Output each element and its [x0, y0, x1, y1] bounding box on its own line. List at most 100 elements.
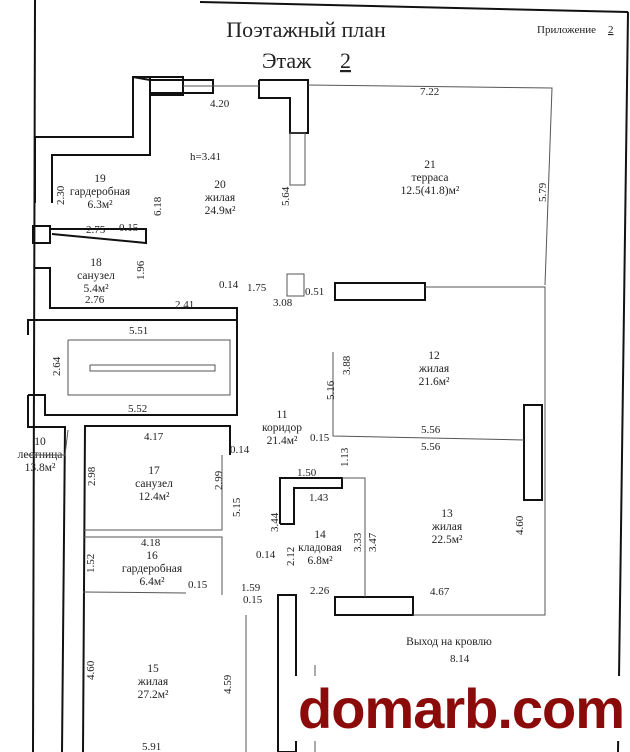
leader-line: [25, 429, 69, 456]
window-wall: [334, 596, 414, 616]
svg-text:2.99: 2.99: [213, 470, 225, 490]
svg-text:0.15: 0.15: [119, 222, 139, 234]
svg-text:21.4м²: 21.4м²: [267, 435, 298, 447]
svg-text:жилая: жилая: [431, 521, 463, 533]
svg-text:18: 18: [90, 257, 102, 269]
svg-text:21: 21: [424, 159, 436, 171]
svg-text:2.30: 2.30: [55, 185, 67, 205]
svg-text:7.22: 7.22: [420, 86, 439, 98]
partition: [342, 477, 366, 597]
svg-text:1.13: 1.13: [339, 447, 351, 467]
column: [286, 273, 305, 297]
svg-text:коридор: коридор: [262, 422, 302, 434]
svg-text:2.41: 2.41: [175, 299, 194, 311]
svg-text:жилая: жилая: [418, 363, 450, 375]
svg-text:3.44: 3.44: [269, 512, 281, 532]
svg-text:22.5м²: 22.5м²: [432, 534, 463, 546]
window-wall: [523, 404, 543, 501]
svg-text:24.9м²: 24.9м²: [205, 205, 236, 217]
svg-text:2.64: 2.64: [51, 356, 63, 376]
svg-text:8.14: 8.14: [450, 653, 470, 665]
svg-text:0.51: 0.51: [305, 286, 324, 298]
wall-west-inner: [82, 425, 231, 752]
svg-text:12.5(41.8)м²: 12.5(41.8)м²: [401, 185, 460, 197]
floor-number: 2: [340, 48, 351, 73]
wall-storage: [279, 477, 343, 525]
svg-text:4.60: 4.60: [514, 515, 526, 535]
svg-text:гардеробная: гардеробная: [70, 186, 131, 198]
plan-title: Поэтажный план: [226, 17, 386, 42]
svg-text:5.91: 5.91: [142, 741, 161, 752]
partition: [82, 591, 187, 594]
svg-text:4.17: 4.17: [144, 431, 164, 443]
svg-text:0.14: 0.14: [256, 549, 276, 561]
wall: [132, 76, 214, 94]
svg-text:3.88: 3.88: [341, 355, 353, 375]
window: [289, 132, 306, 186]
svg-text:1.43: 1.43: [309, 492, 329, 504]
svg-text:4.59: 4.59: [222, 674, 234, 694]
wall-column: [32, 225, 51, 244]
watermark: domarb.com: [292, 676, 630, 741]
svg-text:3.33: 3.33: [352, 532, 364, 552]
svg-text:санузел: санузел: [135, 478, 173, 490]
svg-text:2.12: 2.12: [285, 547, 297, 566]
svg-text:1.52: 1.52: [85, 554, 97, 573]
svg-text:4.20: 4.20: [210, 98, 230, 110]
svg-text:12: 12: [428, 350, 440, 362]
wall-west: [27, 395, 67, 752]
svg-text:4.60: 4.60: [85, 660, 97, 680]
svg-text:0.14: 0.14: [219, 279, 239, 291]
svg-text:6.3м²: 6.3м²: [87, 199, 113, 211]
svg-text:1.75: 1.75: [247, 282, 267, 294]
svg-text:2.98: 2.98: [86, 466, 98, 486]
svg-text:5.4м²: 5.4м²: [83, 283, 109, 295]
svg-text:5.52: 5.52: [128, 403, 147, 415]
svg-text:0.15: 0.15: [243, 594, 263, 606]
svg-text:5.16: 5.16: [325, 380, 337, 400]
roof-exit-label: Выход на кровлю: [406, 636, 492, 648]
svg-text:1.50: 1.50: [297, 467, 317, 479]
svg-text:1.96: 1.96: [135, 260, 147, 280]
svg-text:27.2м²: 27.2м²: [138, 689, 169, 701]
svg-text:h=3.41: h=3.41: [190, 151, 221, 163]
svg-text:13: 13: [441, 508, 453, 520]
svg-text:4.67: 4.67: [430, 586, 450, 598]
svg-text:19: 19: [94, 173, 106, 185]
wall: [35, 267, 238, 320]
svg-text:16: 16: [146, 550, 158, 562]
stair-treads: [67, 339, 231, 396]
svg-text:0.14: 0.14: [230, 444, 250, 456]
svg-text:2.76: 2.76: [85, 294, 105, 306]
svg-text:5.15: 5.15: [231, 497, 243, 517]
partition: [83, 536, 223, 595]
svg-text:кладовая: кладовая: [298, 542, 342, 554]
svg-text:12.4м²: 12.4м²: [139, 491, 170, 503]
svg-text:4.18: 4.18: [141, 537, 161, 549]
svg-text:5.51: 5.51: [129, 325, 148, 337]
svg-text:жилая: жилая: [204, 192, 236, 204]
svg-text:0.15: 0.15: [188, 579, 208, 591]
sheet-border-top: [199, 1, 629, 13]
svg-text:6.8м²: 6.8м²: [307, 555, 333, 567]
svg-text:14: 14: [314, 529, 326, 541]
floor-label: Этаж: [262, 48, 312, 73]
wall-column: [258, 79, 309, 134]
window-wall: [334, 282, 426, 301]
appendix-number: 2: [608, 24, 614, 36]
svg-text:гардеробная: гардеробная: [122, 563, 183, 575]
svg-text:5.79: 5.79: [537, 182, 549, 202]
svg-text:6.4м²: 6.4м²: [139, 576, 165, 588]
svg-text:5.64: 5.64: [280, 186, 292, 206]
svg-text:17: 17: [148, 465, 160, 477]
svg-text:5.56: 5.56: [421, 441, 441, 453]
